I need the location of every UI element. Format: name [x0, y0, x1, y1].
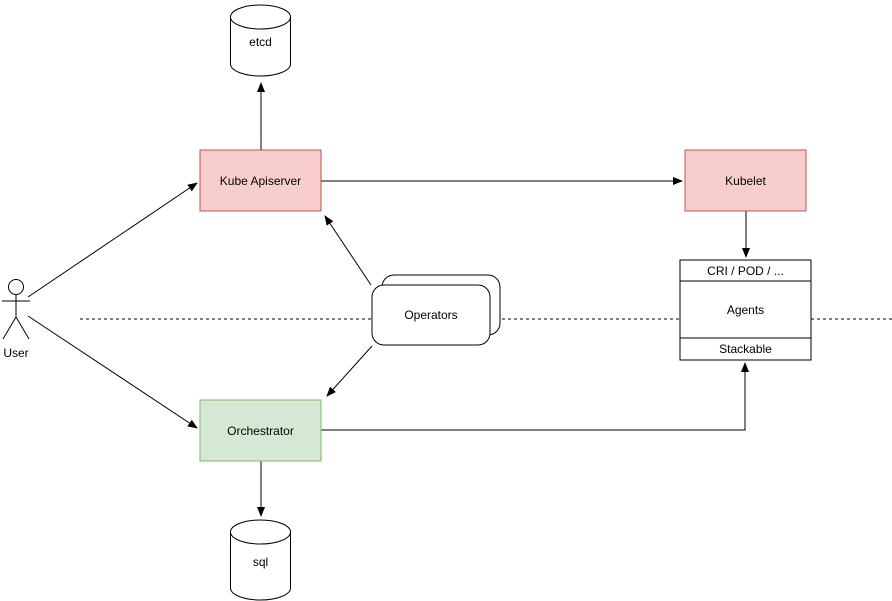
- kube-apiserver-node: Kube Apiserver: [199, 149, 322, 212]
- operators-node: Operators: [371, 274, 501, 346]
- agents-node: CRI / POD / ... Agents Stackable: [679, 259, 812, 361]
- etcd-label: etcd: [249, 35, 272, 49]
- sql-cylinder-rim: [230, 531, 291, 545]
- operators-front-card: [371, 284, 491, 346]
- edge-user-to-orchestrator: [27, 315, 198, 429]
- orchestrator-label: Orchestrator: [227, 424, 294, 438]
- user-actor: User: [2, 279, 30, 360]
- kubelet-box: [684, 149, 807, 212]
- agents-outer-box: [679, 259, 812, 361]
- sql-database-node: sql: [230, 519, 291, 601]
- actor-head: [8, 279, 24, 295]
- agents-section-dividers: [680, 280, 811, 339]
- orchestrator-node: Orchestrator: [199, 399, 322, 462]
- kube-apiserver-label: Kube Apiserver: [220, 174, 301, 188]
- edge-operators-to-orchestrator: [326, 345, 373, 397]
- operators-label: Operators: [404, 308, 457, 322]
- kube-apiserver-box: [199, 149, 322, 212]
- user-label: User: [3, 346, 28, 360]
- edge-orchestrator-to-stackable: [321, 362, 749, 431]
- actor-body: [2, 294, 30, 340]
- edge-user-to-kube-apiserver: [27, 182, 198, 298]
- orchestrator-box: [199, 399, 322, 462]
- agents-header-label: CRI / POD / ...: [707, 264, 784, 278]
- sql-cylinder: [230, 519, 291, 601]
- sql-label: sql: [253, 555, 268, 569]
- etcd-cylinder: [230, 4, 291, 77]
- edges: [27, 82, 750, 517]
- agents-footer-label: Stackable: [719, 342, 772, 356]
- kubelet-label: Kubelet: [725, 174, 766, 188]
- etcd-database-node: etcd: [230, 4, 291, 77]
- etcd-cylinder-rim: [230, 16, 291, 30]
- edge-operators-to-kube-apiserver: [324, 215, 372, 286]
- kubelet-node: Kubelet: [684, 149, 807, 212]
- agents-body-label: Agents: [727, 303, 764, 317]
